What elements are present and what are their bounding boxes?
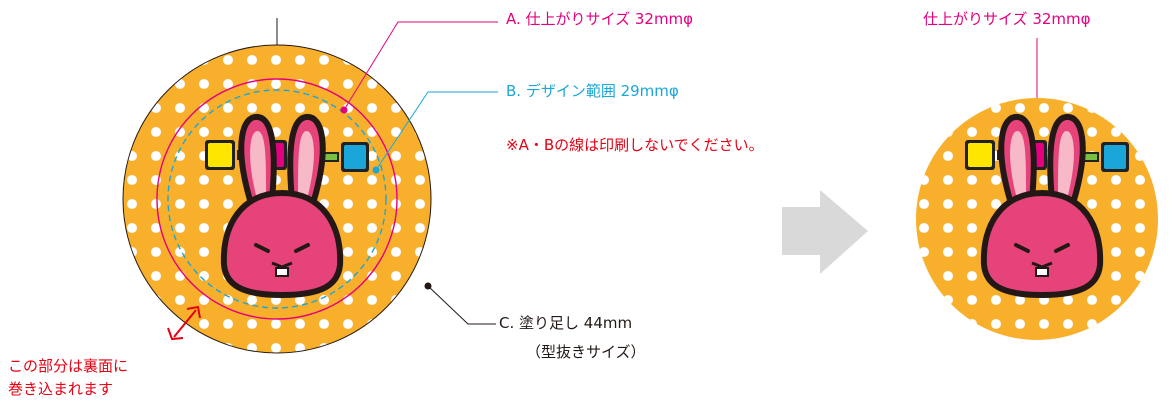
label-wrap-line1: この部分は裏面に	[8, 357, 129, 375]
label-c-line1: C. 塗り足し 44mm	[499, 314, 633, 332]
label-wrap-line2: 巻き込まれます	[8, 380, 114, 398]
line-a-circle	[156, 78, 398, 320]
finished-badge	[916, 38, 1158, 340]
label-a: A. 仕上がりサイズ 32mmφ	[506, 10, 694, 28]
flow-arrow-icon	[782, 190, 868, 274]
leader-lines	[276, 18, 498, 325]
bleed-badge	[122, 44, 432, 354]
label-finished: 仕上がりサイズ 32mmφ	[923, 10, 1091, 28]
logo-graphic	[204, 137, 370, 173]
logo-graphic-finished	[964, 137, 1130, 173]
line-b-circle	[167, 89, 387, 309]
double-arrow-icon	[167, 305, 201, 341]
label-c-line2: （型抜きサイズ）	[526, 343, 646, 361]
label-note: ※A・Bの線は印刷しないでください。	[506, 136, 764, 154]
label-b: B. デザイン範囲 29mmφ	[506, 82, 679, 100]
